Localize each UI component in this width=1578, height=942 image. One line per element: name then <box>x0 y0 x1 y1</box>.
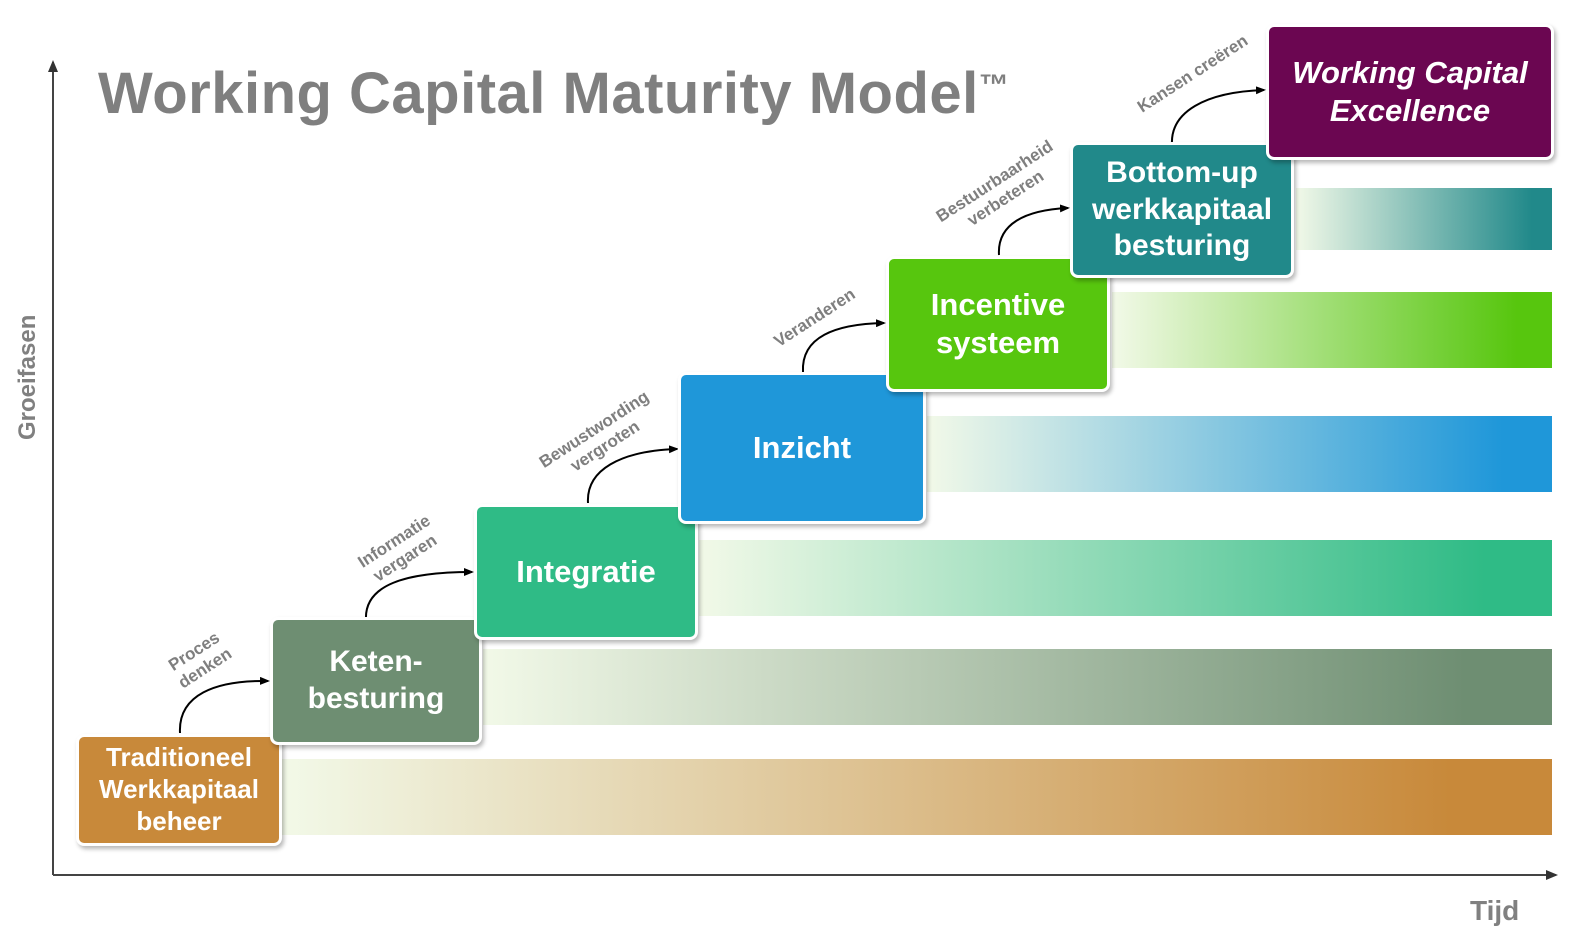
step-label: Traditioneel Werkkapitaal beheer <box>99 742 259 836</box>
step-ketenbesturing: Keten- besturing <box>270 617 482 745</box>
transition-arrow-4 <box>801 319 886 373</box>
step-inzicht: Inzicht <box>678 372 926 524</box>
band-2 <box>483 649 1552 725</box>
step-traditioneel: Traditioneel Werkkapitaal beheer <box>76 734 282 846</box>
x-axis-label: Tijd <box>1470 895 1520 926</box>
band-5 <box>1112 292 1552 368</box>
transition-arrow-3 <box>586 445 679 504</box>
band-6 <box>1296 188 1552 250</box>
step-incentive-systeem: Incentive systeem <box>886 256 1110 392</box>
step-excellence: Working Capital Excellence <box>1266 24 1554 160</box>
step-label: Bottom-up werkkapitaal besturing <box>1091 156 1273 263</box>
step-label: Keten- besturing <box>307 645 445 715</box>
transition-arrow-6 <box>1170 86 1266 146</box>
band-1 <box>282 759 1552 835</box>
step-label: Inzicht <box>752 430 852 466</box>
step-integratie: Integratie <box>474 504 698 640</box>
page-title: Working Capital Maturity Model™ <box>98 61 1010 126</box>
step-label: Incentive systeem <box>930 287 1066 360</box>
transition-arrow-2 <box>364 568 474 621</box>
trademark-symbol: ™ <box>978 69 1010 102</box>
transition-arrow-5 <box>997 204 1070 256</box>
step-label: Integratie <box>516 554 656 590</box>
transition-arrow-1 <box>178 676 270 734</box>
step-label: Working Capital Excellence <box>1292 55 1528 128</box>
band-3 <box>699 540 1552 616</box>
band-4 <box>927 416 1552 492</box>
step-bottom-up: Bottom-up werkkapitaal besturing <box>1070 142 1294 278</box>
y-axis-label: Groeifasen <box>14 314 41 440</box>
